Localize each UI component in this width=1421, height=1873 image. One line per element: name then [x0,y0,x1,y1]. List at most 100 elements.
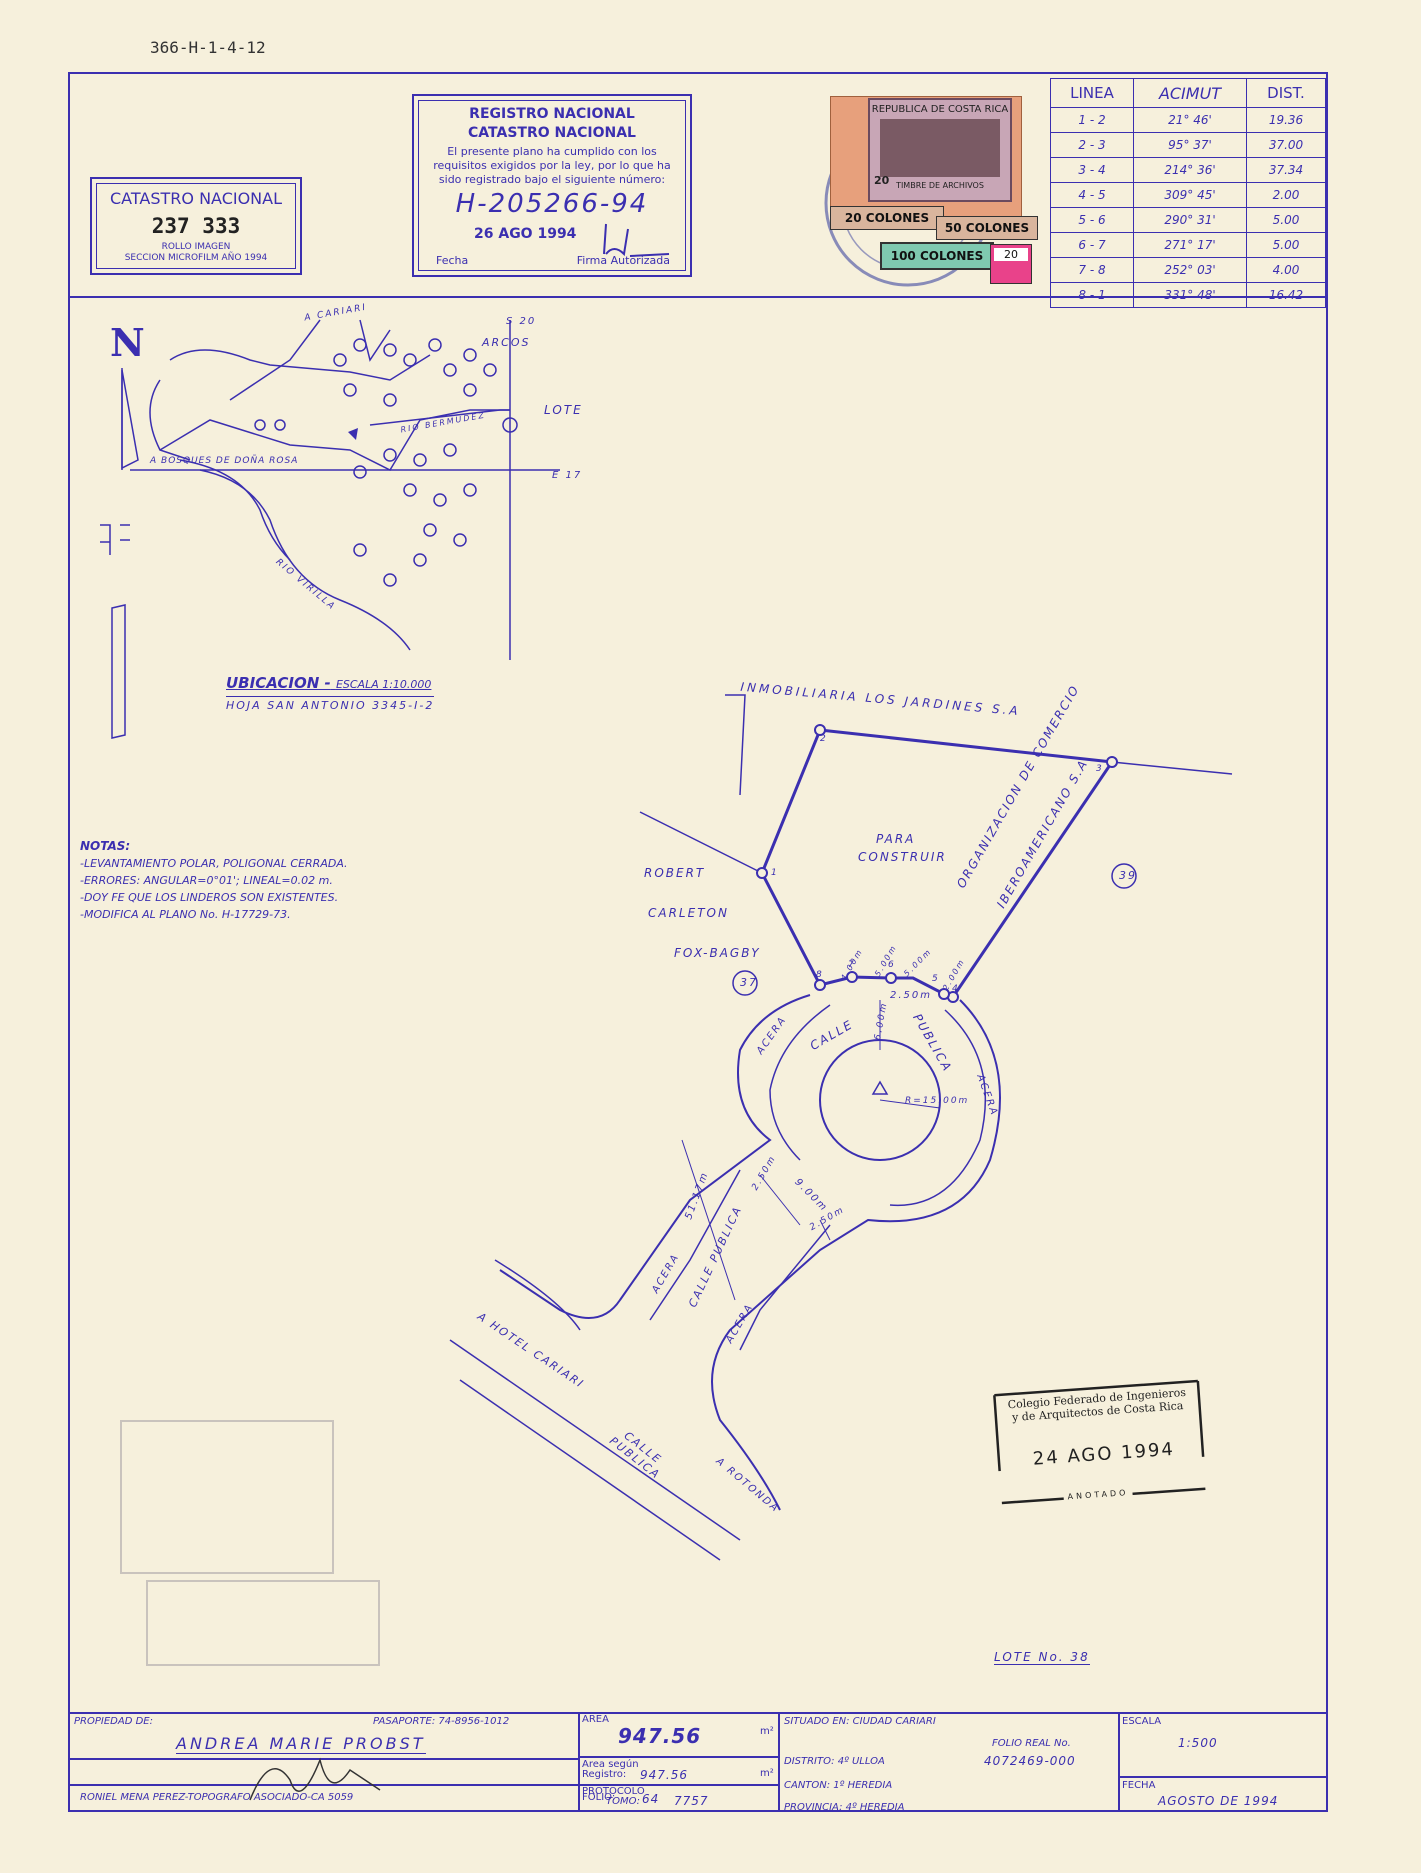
point-label: 4 [952,984,960,994]
point-label: 2 [820,734,828,744]
canton: CANTON: 1º HEREDIA [784,1780,893,1791]
col-header-dist: DIST. [1246,78,1326,108]
cell-acimut: 252° 03' [1133,257,1247,283]
north-arrow-label: N [110,320,145,365]
surveyor-signature [249,1757,381,1801]
cell-dist: 5.00 [1246,207,1326,233]
cell-dist: 5.00 [1246,232,1326,258]
stamp-archivo-text: TIMBRE DE ARCHIVOS [896,181,984,190]
area-unit: m² [760,1726,774,1737]
firma-label: Firma Autorizada [576,254,670,267]
folio-label: FOLIO: [582,1792,616,1803]
label-lote-no: LOTE No. 38 [994,1650,1090,1665]
ubicacion-title: UBICACION - [226,674,331,692]
escala-value: 1:500 [1178,1736,1218,1750]
stamp-50-colones: 50 COLONES [936,216,1038,240]
fecha-label: Fecha [436,254,469,267]
stamp-100-colones: 100 COLONES [880,242,994,270]
faded-stamp [146,1580,380,1666]
pasaporte: PASAPORTE: 74-8956-1012 [373,1716,510,1727]
cell-linea: 5 - 6 [1050,207,1134,233]
label-para: PARA [876,832,916,846]
ubicacion-hoja: HOJA SAN ANTONIO 3345-I-2 [226,696,435,712]
stamp-archivos: REPUBLICA DE COSTA RICA TIMBRE DE ARCHIV… [868,98,1012,202]
registro-date: 26 AGO 1994 [474,226,577,242]
label-grid-e17: E 17 [552,470,583,481]
cell-acimut: 214° 36' [1133,157,1247,183]
label-bosques: A BOSQUES DE DOÑA ROSA [150,456,299,466]
zona-catastral-stamp-faded [120,1420,334,1574]
note-item: -ERRORES: ANGULAR=0°01'; LINEAL=0.02 m. [80,874,333,887]
label-lote: LOTE [544,403,583,417]
lote-marker-icon [348,428,358,440]
tomo-value: 7757 [674,1794,709,1808]
title-block: PROPIEDAD DE: PASAPORTE: 74-8956-1012 AN… [68,1712,1328,1813]
point-label: 7 [848,960,856,970]
stamp-20-text: 20 [874,174,890,187]
provincia: PROVINCIA: 4º HEREDIA [784,1802,905,1813]
cell-acimut: 290° 31' [1133,207,1247,233]
plan-frame [68,72,1328,1812]
col-header-linea: LINEA [1050,78,1134,108]
owner-name: ANDREA MARIE PROBST [176,1734,426,1754]
propiedad-label: PROPIEDAD DE: [74,1716,153,1727]
area-registro-value: 947.56 [640,1768,688,1782]
catastro-nacional-box: CATASTRO NACIONAL 237 333 ROLLO IMAGEN S… [90,177,302,275]
cell-dist: 2.00 [1246,182,1326,208]
cell-linea: 3 - 4 [1050,157,1134,183]
fecha-value: AGOSTO DE 1994 [1158,1794,1279,1808]
area-label: AREA [582,1714,609,1725]
stamp-20-pink: 20 [990,244,1032,284]
header-divider [68,296,1328,298]
fecha-label-tb: FECHA [1122,1780,1156,1791]
protocolo-label: PROTOCOLO [582,1786,645,1797]
cell-linea: 1 - 2 [1050,107,1134,133]
folio-value: 64 [642,1792,660,1806]
col-header-acimut: ACIMUT [1133,78,1247,108]
label-robert: ROBERT [644,866,706,880]
label-37: 37 [740,976,758,989]
area-registro-label: Area según Registro: [582,1759,639,1780]
label-carleton: CARLETON [648,906,729,920]
ubicacion-caption: UBICACION - ESCALA 1:10.000 HOJA SAN ANT… [226,674,435,712]
escala-label: ESCALA [1122,1716,1162,1727]
point-label: 1 [771,868,779,878]
label-radius: R=15.00m [905,1096,970,1106]
label-construir: CONSTRUIR [858,850,947,864]
label-grid-s20: S 20 [506,316,537,327]
tomo-label: TOMO: [606,1796,641,1807]
area-value: 947.56 [618,1724,702,1748]
registro-nacional-stamp: REGISTRO NACIONAL CATASTRO NACIONAL El p… [412,94,692,277]
area-registro-unit: m² [760,1768,774,1779]
point-label: 3 [1096,764,1104,774]
ubicacion-scale: ESCALA 1:10.000 [335,678,432,691]
folio-real-value: 4072469-000 [984,1754,1076,1768]
signature-mark [603,223,670,257]
point-label: 5 [932,974,940,984]
cell-dist: 37.00 [1246,132,1326,158]
cell-linea: 8 - 1 [1050,282,1134,308]
note-item: -LEVANTAMIENTO POLAR, POLIGONAL CERRADA. [80,857,348,870]
notes-title: NOTAS: [80,839,131,853]
folio-row: FOLIO: 64 [68,1790,1328,1812]
label-fox-bagby: FOX-BAGBY [674,946,761,960]
point-label: 6 [888,960,896,970]
colegio-stamp: Colegio Federado de Ingenieros y de Arqu… [986,1376,1214,1511]
notes: NOTAS: -LEVANTAMIENTO POLAR, POLIGONAL C… [80,838,348,923]
folio-real-label: FOLIO REAL No. [992,1738,1071,1749]
cell-dist: 16.42 [1246,282,1326,308]
cell-acimut: 95° 37' [1133,132,1247,158]
cell-acimut: 331° 48' [1133,282,1247,308]
distrito: DISTRITO: 4º ULLOA [784,1756,885,1767]
fiscal-stamps: REPUBLICA DE COSTA RICA TIMBRE DE ARCHIV… [818,88,1048,288]
label-39: 39 [1119,869,1137,882]
label-250a: 2.50m [890,990,933,1001]
